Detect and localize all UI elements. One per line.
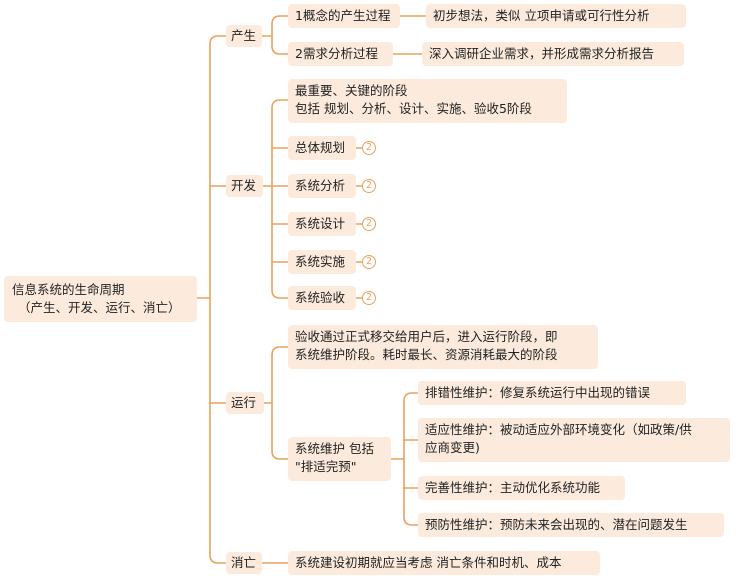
root-title: 信息系统的生命周期 xyxy=(12,282,125,297)
maintenance-line2: "排适完预" xyxy=(295,459,357,474)
adaptive-line2: 应商变更) xyxy=(425,440,480,455)
operate-note-line1: 验收通过正式移交给用户后，进入运行阶段，即 xyxy=(295,329,558,344)
branch-retire[interactable]: 消亡 xyxy=(226,552,262,574)
stage-count-badge[interactable]: 2 xyxy=(362,217,376,231)
adaptive-line1: 适应性维护：被动适应外部环境变化（如政策/供 xyxy=(425,422,692,437)
maintenance-preventive[interactable]: 预防性维护：预防未来会出现的、潜在问题发生 xyxy=(418,513,724,537)
produce-concept-node[interactable]: 1概念的产生过程 xyxy=(288,4,400,28)
operate-note-line2: 系统维护阶段。耗时最长、资源消耗最大的阶段 xyxy=(295,347,558,362)
root-subtitle: （产生、开发、运行、消亡） xyxy=(18,300,181,315)
stage-count-badge[interactable]: 2 xyxy=(362,255,376,269)
produce-concept-detail[interactable]: 初步想法，类似 立项申请或可行性分析 xyxy=(426,4,686,28)
maintenance-perfective[interactable]: 完善性维护：主动优化系统功能 xyxy=(418,476,625,500)
produce-requirement-detail[interactable]: 深入调研企业需求，并形成需求分析报告 xyxy=(422,42,684,66)
maintenance-adaptive[interactable]: 适应性维护：被动适应外部环境变化（如政策/供 应商变更) xyxy=(418,418,730,462)
develop-stage-analysis[interactable]: 系统分析 xyxy=(288,174,356,198)
operate-maintenance-node[interactable]: 系统维护 包括 "排适完预" xyxy=(288,437,391,481)
develop-note-line2: 包括 规划、分析、设计、实施、验收5阶段 xyxy=(295,101,532,116)
develop-stage-acceptance[interactable]: 系统验收 xyxy=(288,286,356,310)
stage-count-badge[interactable]: 2 xyxy=(362,179,376,193)
operate-note[interactable]: 验收通过正式移交给用户后，进入运行阶段，即 系统维护阶段。耗时最长、资源消耗最大… xyxy=(288,325,598,369)
produce-requirement-node[interactable]: 2需求分析过程 xyxy=(288,42,393,66)
branch-produce[interactable]: 产生 xyxy=(226,25,262,47)
stage-count-badge[interactable]: 2 xyxy=(362,141,376,155)
develop-stage-design[interactable]: 系统设计 xyxy=(288,212,356,236)
develop-stage-implementation[interactable]: 系统实施 xyxy=(288,250,356,274)
retire-detail[interactable]: 系统建设初期就应当考虑 消亡条件和时机、成本 xyxy=(288,551,600,575)
stage-count-badge[interactable]: 2 xyxy=(362,291,376,305)
branch-operate[interactable]: 运行 xyxy=(226,392,264,414)
develop-note[interactable]: 最重要、关键的阶段 包括 规划、分析、设计、实施、验收5阶段 xyxy=(288,79,567,123)
maintenance-line1: 系统维护 包括 xyxy=(295,441,374,456)
root-node[interactable]: 信息系统的生命周期 （产生、开发、运行、消亡） xyxy=(4,276,197,322)
develop-note-line1: 最重要、关键的阶段 xyxy=(295,83,408,98)
branch-develop[interactable]: 开发 xyxy=(226,175,263,197)
develop-stage-planning[interactable]: 总体规划 xyxy=(288,136,356,160)
maintenance-corrective[interactable]: 排错性维护：修复系统运行中出现的错误 xyxy=(418,381,686,405)
